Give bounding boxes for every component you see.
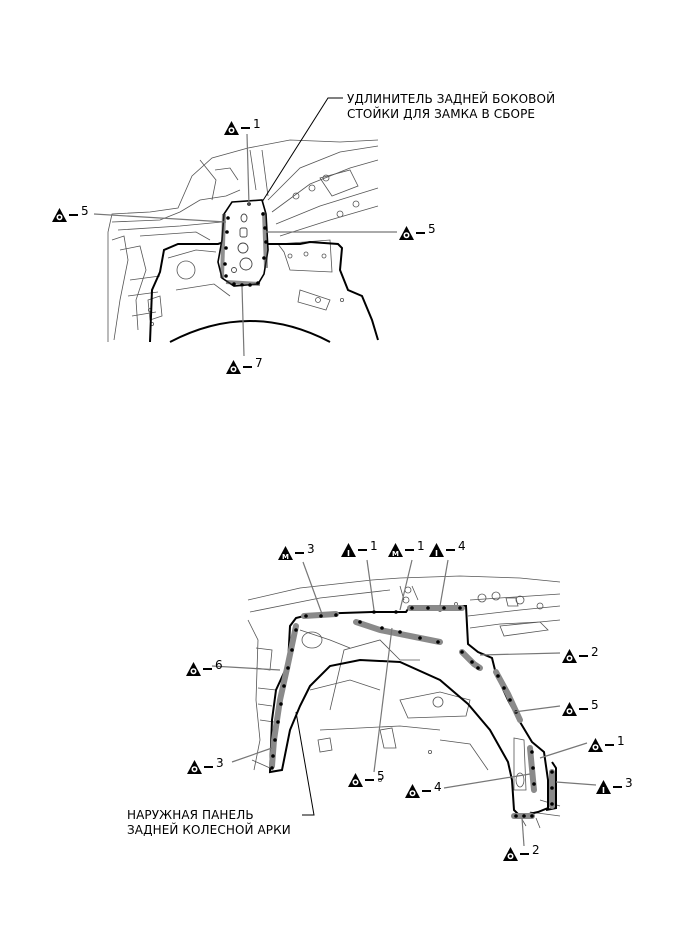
callout-bot-o5-right: 5: [562, 698, 599, 718]
callout-dash: [358, 549, 367, 551]
callout-dash: [295, 552, 304, 554]
spot-weld-icon: [186, 662, 201, 676]
callout-bot-i1: I 1: [341, 539, 378, 559]
callout-bot-i4: I 4: [429, 539, 466, 559]
callout-top-5-left: 5: [52, 204, 89, 224]
spot-weld-icon: [187, 760, 202, 774]
callout-dash: [204, 766, 213, 768]
callout-dash: [579, 655, 588, 657]
callout-dash: [613, 786, 622, 788]
insert-weld-icon: I: [341, 543, 356, 557]
callout-dash: [446, 549, 455, 551]
callout-number: 5: [377, 769, 385, 783]
callout-bot-m1: M 1: [388, 539, 425, 559]
callout-dash: [203, 668, 212, 670]
callout-number: 1: [417, 539, 425, 553]
callout-number: 5: [428, 222, 436, 236]
top-part-label-leader: [261, 97, 343, 203]
svg-text:I: I: [347, 549, 350, 557]
spot-weld-icon: [224, 121, 239, 135]
callout-number: 1: [253, 117, 261, 131]
callout-dash: [365, 779, 374, 781]
lock-pillar-extension-part: [217, 199, 269, 287]
top-part-label-line1: УДЛИНИТЕЛЬ ЗАДНЕЙ БОКОВОЙ: [347, 92, 556, 106]
callout-number: 3: [216, 756, 224, 770]
callout-number: 3: [307, 542, 315, 556]
spot-weld-icon: [588, 738, 603, 752]
top-wheelhouse-outline: [149, 240, 379, 343]
callout-bot-o2-right: 2: [562, 645, 599, 665]
callout-bot-o1: 1: [588, 734, 625, 754]
bottom-leader-lines: [211, 559, 597, 847]
callout-dash: [579, 708, 588, 710]
callout-number: 4: [434, 780, 442, 794]
top-part-label-line2: СТОЙКИ ДЛЯ ЗАМКА В СБОРЕ: [347, 107, 536, 121]
svg-text:I: I: [435, 549, 438, 557]
insert-weld-icon: I: [429, 543, 444, 557]
callout-dash: [422, 790, 431, 792]
callout-bot-i3: I 3: [596, 776, 633, 796]
callout-top-7: 7: [226, 356, 263, 376]
bottom-weld-points: [270, 606, 554, 818]
bottom-part-label-line2: ЗАДНЕЙ КОЛЕСНОЙ АРКИ: [127, 823, 291, 837]
spot-weld-icon: [226, 360, 241, 374]
spot-weld-icon: [405, 784, 420, 798]
bottom-body-structure-drawing: [247, 575, 561, 829]
spot-weld-icon: [562, 649, 577, 663]
top-leader-lines: [93, 133, 397, 357]
callout-bot-o5-mid: 5: [348, 769, 385, 789]
callout-dash: [69, 214, 78, 216]
spot-weld-icon: [562, 702, 577, 716]
svg-text:M: M: [282, 553, 289, 560]
svg-text:M: M: [392, 550, 399, 557]
callout-top-5-right: 5: [399, 222, 436, 242]
spot-weld-icon: [503, 847, 518, 861]
callout-top-1: 1: [224, 117, 261, 137]
svg-text:I: I: [602, 786, 605, 794]
callout-dash: [241, 127, 250, 129]
callout-bot-o2-bottom: 2: [503, 843, 540, 863]
spot-weld-icon: [348, 773, 363, 787]
callout-bot-o3: 3: [187, 756, 224, 776]
spot-weld-icon: [52, 208, 67, 222]
bottom-part-label: НАРУЖНАЯ ПАНЕЛЬ ЗАДНЕЙ КОЛЕСНОЙ АРКИ: [127, 808, 291, 838]
callout-number: 5: [81, 204, 89, 218]
callout-number: 2: [591, 645, 599, 659]
callout-dash: [405, 549, 414, 551]
mig-weld-icon: M: [278, 546, 293, 560]
callout-dash: [416, 232, 425, 234]
top-body-structure-drawing: [107, 139, 379, 342]
callout-dash: [520, 853, 529, 855]
callout-number: 2: [532, 843, 540, 857]
bottom-part-label-leader: [295, 711, 315, 816]
callout-dash: [243, 366, 252, 368]
callout-bot-m3: M 3: [278, 542, 315, 562]
callout-number: 6: [215, 658, 223, 672]
spot-weld-icon: [399, 226, 414, 240]
bottom-part-label-line1: НАРУЖНАЯ ПАНЕЛЬ: [127, 808, 254, 822]
mig-weld-icon: M: [388, 543, 403, 557]
callout-bot-o4: 4: [405, 780, 442, 800]
top-part-label: УДЛИНИТЕЛЬ ЗАДНЕЙ БОКОВОЙ СТОЙКИ ДЛЯ ЗАМ…: [347, 92, 555, 122]
callout-number: 4: [458, 539, 466, 553]
callout-dash: [605, 744, 614, 746]
insert-weld-icon: I: [596, 780, 611, 794]
callout-number: 1: [370, 539, 378, 553]
callout-bot-o6: 6: [186, 658, 223, 678]
callout-number: 5: [591, 698, 599, 712]
callout-number: 7: [255, 356, 263, 370]
callout-number: 3: [625, 776, 633, 790]
callout-number: 1: [617, 734, 625, 748]
